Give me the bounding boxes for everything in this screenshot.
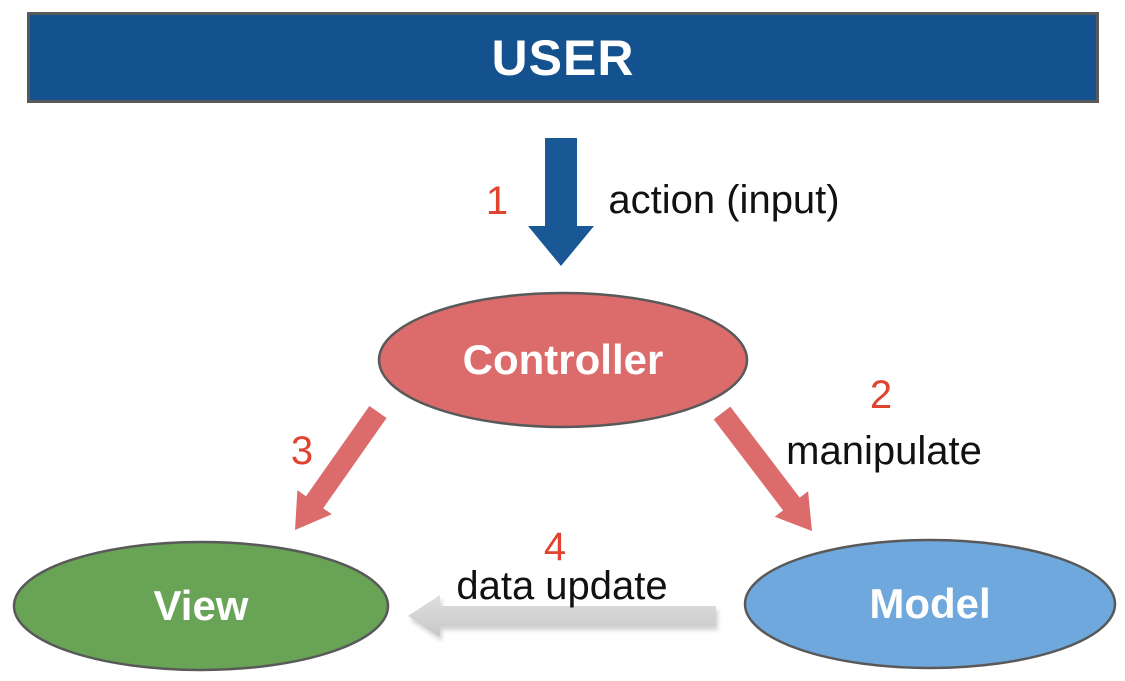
- step-2-number: 2: [869, 373, 893, 417]
- action-input-label: action (input): [608, 178, 840, 222]
- user-banner-label: USER: [491, 29, 635, 86]
- manipulate-arrow-icon: [713, 406, 812, 531]
- action-input-arrow-icon: [528, 138, 594, 266]
- step-3-number: 3: [290, 429, 314, 473]
- step-1-number: 1: [485, 179, 509, 223]
- model-node: [743, 538, 1117, 670]
- controller-node: [377, 291, 749, 429]
- data-update-label: data update: [456, 564, 668, 608]
- data-update-arrow-icon: [408, 595, 716, 637]
- user-banner: USER: [27, 12, 1099, 103]
- view-node: [12, 540, 390, 672]
- render-arrow-icon: [295, 406, 387, 530]
- step-4-number: 4: [543, 525, 567, 569]
- manipulate-label: manipulate: [786, 429, 982, 473]
